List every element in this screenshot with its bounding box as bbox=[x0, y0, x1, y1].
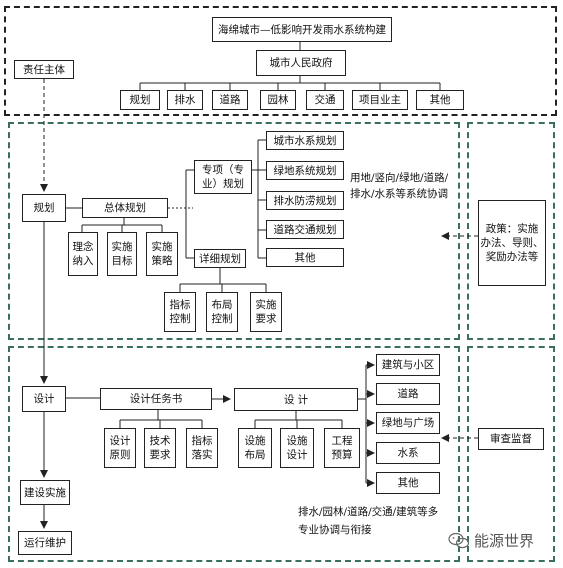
master-child-strategy: 实施 策略 bbox=[146, 232, 178, 276]
responsibility-box: 责任主体 bbox=[14, 60, 74, 79]
field-buildings: 建筑与小区 bbox=[376, 354, 440, 376]
detailed-child-layout: 布局 控制 bbox=[206, 292, 238, 332]
stage-maintenance: 运行维护 bbox=[18, 531, 72, 555]
design-box: 设 计 bbox=[234, 388, 358, 411]
review-box: 审查监督 bbox=[478, 428, 544, 450]
policy-frame bbox=[467, 122, 555, 340]
design-task-book-box: 设计任务书 bbox=[100, 388, 212, 410]
watermark-text: 能源世界 bbox=[474, 532, 535, 550]
task-child-indicators: 指标 落实 bbox=[186, 428, 218, 468]
watermark: 能源世界 bbox=[448, 530, 534, 551]
special-child-green-space: 绿地系统规划 bbox=[266, 161, 344, 180]
planning-coordination-note: 用地/竖向/绿地/道路/ 排水/水系等系统协调 bbox=[350, 172, 449, 200]
master-child-concept: 理念 纳入 bbox=[68, 232, 98, 276]
design-child-layout: 设施 布局 bbox=[238, 428, 272, 468]
top-frame bbox=[4, 6, 557, 116]
special-plan-box: 专项（专 业）规划 bbox=[194, 160, 252, 194]
special-child-road-traffic: 道路交通规划 bbox=[266, 220, 344, 239]
design-coordination-note: 排水/园林/道路/交通/建筑等多 专业协调与衔接 bbox=[298, 506, 439, 536]
detailed-child-indicator: 指标 控制 bbox=[164, 292, 196, 332]
field-water: 水系 bbox=[376, 442, 440, 464]
policy-box: 政策：实施 办法、导则、 奖励办法等 bbox=[478, 200, 546, 286]
master-plan-box: 总体规划 bbox=[82, 198, 168, 218]
task-child-technical: 技术 要求 bbox=[144, 428, 176, 468]
diagram-title: 海绵城市—低影响开发雨水系统构建 bbox=[212, 17, 392, 42]
review-frame bbox=[467, 346, 555, 562]
department-planning: 规划 bbox=[120, 90, 160, 110]
field-other: 其他 bbox=[376, 472, 440, 494]
department-project-owner: 项目业主 bbox=[352, 90, 408, 110]
wechat-icon bbox=[448, 532, 470, 548]
design-frame bbox=[8, 346, 460, 562]
design-child-facility: 设施 设计 bbox=[280, 428, 314, 468]
special-child-other: 其他 bbox=[266, 248, 344, 267]
stage-planning: 规划 bbox=[22, 194, 66, 222]
department-roads: 道路 bbox=[212, 90, 248, 110]
department-drainage: 排水 bbox=[167, 90, 203, 110]
department-other: 其他 bbox=[416, 90, 464, 110]
field-green-plaza: 绿地与广场 bbox=[376, 412, 440, 434]
field-roads: 道路 bbox=[376, 383, 440, 405]
department-traffic: 交通 bbox=[306, 90, 344, 110]
task-child-principles: 设计 原则 bbox=[104, 428, 136, 468]
stage-construction: 建设实施 bbox=[20, 480, 70, 505]
detailed-plan-box: 详细规划 bbox=[194, 249, 246, 268]
design-child-budget: 工程 预算 bbox=[324, 428, 360, 468]
detailed-child-requirements: 实施 要求 bbox=[250, 292, 282, 332]
special-child-drainage: 排水防涝规划 bbox=[266, 191, 344, 210]
planning-frame bbox=[8, 122, 460, 340]
special-child-water-system: 城市水系规划 bbox=[266, 131, 344, 150]
department-landscape: 园林 bbox=[260, 90, 296, 110]
master-child-target: 实施 目标 bbox=[107, 232, 137, 276]
city-government-box: 城市人民政府 bbox=[256, 50, 346, 76]
stage-design: 设计 bbox=[22, 386, 66, 412]
